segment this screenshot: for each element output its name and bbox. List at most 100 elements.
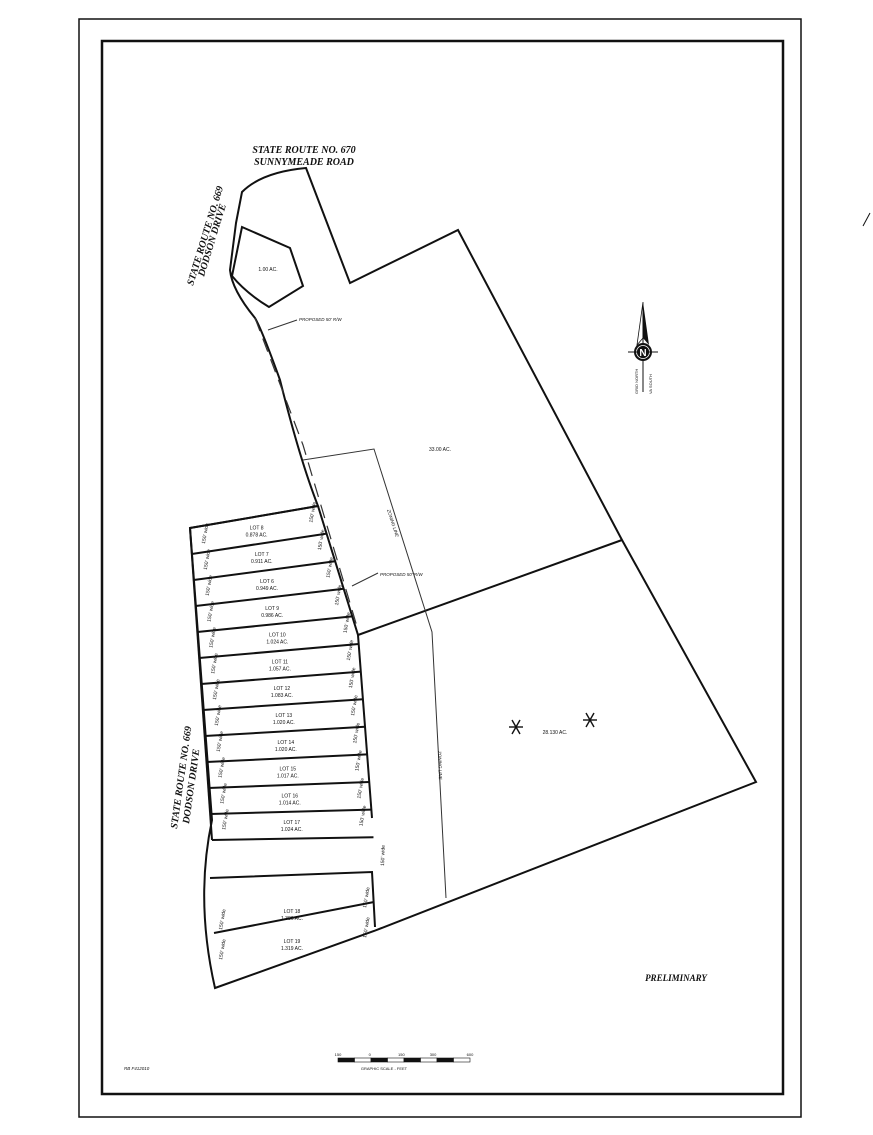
scale-tick-label: 0	[369, 1052, 372, 1057]
lot-name: LOT 13	[276, 713, 293, 719]
lot-frontage-label: 150' wide	[208, 626, 218, 648]
lot-name: LOT 18	[284, 909, 301, 915]
lot-area: 1.319 AC.	[281, 946, 303, 952]
lot-frontage-label: 150' wide	[308, 501, 318, 523]
lot-block-right-edge	[317, 505, 373, 819]
lot-area: 1.083 AC.	[271, 693, 293, 699]
scale-segment	[436, 1057, 454, 1063]
scale-segment	[370, 1057, 388, 1063]
lot-area: 1.017 AC.	[277, 774, 299, 780]
lot-name: LOT 19	[284, 939, 301, 945]
lot-18-19-divider	[213, 901, 375, 934]
tree-symbol	[583, 712, 597, 728]
lot-frontage-label: 150' wide	[354, 750, 364, 772]
lot-name: LOT 17	[283, 820, 300, 826]
lot-area: 1.020 AC.	[273, 720, 295, 726]
lot-frontage-label: 150' wide	[203, 548, 213, 570]
proposed-row-dashed	[254, 317, 359, 631]
scale-segment	[403, 1057, 421, 1063]
lot-name: LOT 15	[280, 767, 297, 773]
lot-name: LOT 9	[265, 606, 279, 612]
lot-frontage-label: 150' wide	[334, 584, 344, 606]
lot-line	[206, 753, 368, 763]
lot-area: 1.057 AC.	[269, 666, 291, 672]
scale-tick-label: 150	[335, 1052, 342, 1057]
lot-name: LOT 12	[274, 686, 291, 692]
row-note-lower: PROPOSED 50' R/W	[380, 572, 423, 577]
scale-segment	[337, 1057, 355, 1063]
lot-line	[200, 670, 361, 685]
lot-frontage-label: 150' wide	[317, 529, 327, 551]
lot-frontage-label: 150' wide	[352, 722, 362, 744]
lot-line	[199, 643, 359, 659]
route-670-line1: STATE ROUTE NO. 670	[252, 145, 355, 156]
lot-area: 0.878 AC.	[246, 532, 268, 538]
lot-name: LOT 14	[278, 740, 295, 746]
lot-frontage-label: 150' wide	[219, 782, 229, 804]
lot-line	[195, 587, 344, 607]
scale-segment	[387, 1057, 405, 1063]
lot-frontage-label: 150' wide	[343, 612, 353, 634]
preliminary-stamp: PRELIMINARY	[645, 973, 708, 983]
frontage-note: 150' wide	[380, 845, 387, 866]
zoning-line	[302, 448, 447, 899]
lot-line	[202, 698, 363, 711]
lot-frontage-label: 150' wide	[218, 908, 228, 930]
parcel-south-area: 28.130 AC.	[543, 730, 568, 736]
lot-frontage-label: 150' wide	[214, 704, 224, 726]
scale-segment	[453, 1057, 471, 1063]
lot-name: LOT 10	[269, 633, 286, 639]
parcel-small-boundary	[230, 225, 305, 309]
lot-area: 0.986 AC.	[261, 613, 283, 619]
lot-area: 1.020 AC.	[275, 747, 297, 753]
scale-caption: GRAPHIC SCALE - FEET	[361, 1066, 408, 1071]
lot-frontage-label: 150' wide	[325, 556, 335, 578]
scale-segment	[354, 1057, 372, 1063]
lots-18-19-block	[209, 870, 376, 928]
lot-line	[210, 808, 372, 815]
lot-area: 1.386 AC.	[281, 916, 303, 922]
lot-frontage-label: 150' wide	[210, 652, 220, 674]
lot-frontage-label: 150' wide	[216, 730, 226, 752]
lot-area: 0.949 AC.	[256, 586, 278, 592]
lot-name: LOT 16	[281, 793, 298, 799]
lot-line	[204, 725, 366, 737]
lot-block-left-edge	[189, 527, 213, 841]
lot-frontage-label: 150' wide	[217, 756, 227, 778]
lot-area: 1.014 AC.	[279, 800, 301, 806]
north-note-1: GRID NORTH	[634, 369, 639, 394]
drawing-id: RB F412010	[124, 1066, 150, 1071]
lot-frontage-label: 150' wide	[348, 667, 358, 689]
parcel-north-area: 33.00 AC.	[429, 447, 451, 453]
lot-name: LOT 7	[255, 552, 269, 558]
lot-name: LOT 6	[260, 579, 274, 585]
lot-frontage-label: 150' wide	[350, 694, 360, 716]
lot-line	[211, 836, 374, 841]
row-note-upper: PROPOSED 50' R/W	[299, 317, 342, 322]
parcel-small-area: 1.00 AC.	[258, 267, 277, 273]
row-leader-lower	[351, 572, 379, 587]
inner-border	[100, 39, 785, 1096]
lot-frontage-label: 150' wide	[221, 808, 231, 830]
zoning-line-label-lower: ZONING LINE	[437, 750, 443, 781]
scale-tick-label: 300	[430, 1052, 437, 1057]
lot-name: LOT 11	[272, 659, 288, 665]
row-leader-upper	[267, 319, 298, 331]
property-boundary	[188, 166, 758, 990]
lot-frontage-label: 150' wide	[356, 777, 366, 799]
lot-frontage-label: 150' wide	[362, 916, 372, 938]
lot-area: 0.911 AC.	[251, 559, 273, 565]
scale-tick-label: 600	[467, 1052, 474, 1057]
lot-frontage-label: 150' wide	[206, 600, 216, 622]
north-letter: N	[639, 348, 646, 359]
lot-area: 1.024 AC.	[266, 640, 288, 646]
lot-line	[189, 505, 319, 529]
lot-line	[208, 781, 370, 789]
lot-line	[191, 532, 327, 555]
parcel-division-line	[357, 539, 623, 636]
lot-name: LOT 8	[250, 525, 264, 531]
